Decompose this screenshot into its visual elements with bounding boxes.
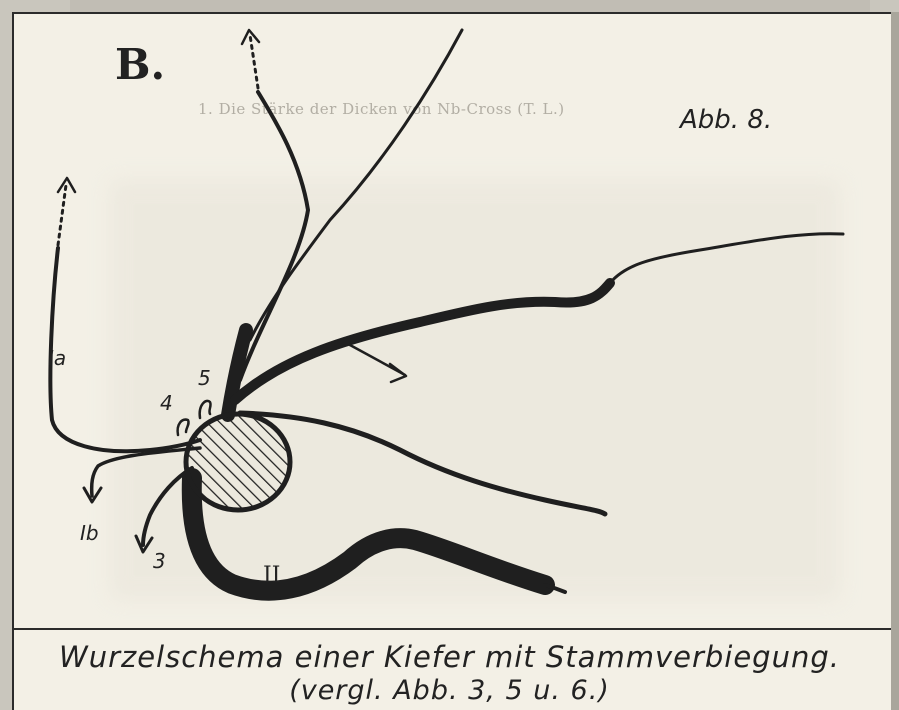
stem-cross-section <box>186 414 290 510</box>
root-right-long-tail <box>610 234 843 283</box>
caption-line-2: (vergl. Abb. 3, 5 u. 6.) <box>0 675 899 706</box>
upward-root-dotted-center <box>250 35 258 88</box>
root-4-stub <box>178 420 189 435</box>
root-right-long <box>235 283 610 400</box>
root-right-middle <box>240 413 605 514</box>
label-ib: Ib <box>80 521 99 545</box>
label-4: 4 <box>160 391 173 415</box>
label-5: 5 <box>198 366 211 390</box>
caption-line-1: Wurzelschema einer Kiefer mit Stammverbi… <box>0 640 899 674</box>
root-side-arrow-head <box>390 364 406 382</box>
label-ia: Ia <box>48 346 66 370</box>
root-upward-right <box>250 30 462 340</box>
root-ia <box>50 248 200 451</box>
label-3: 3 <box>153 549 166 573</box>
upward-root-dotted-left <box>58 185 66 245</box>
label-ii: II <box>263 563 280 588</box>
root-5-stub <box>200 401 211 418</box>
